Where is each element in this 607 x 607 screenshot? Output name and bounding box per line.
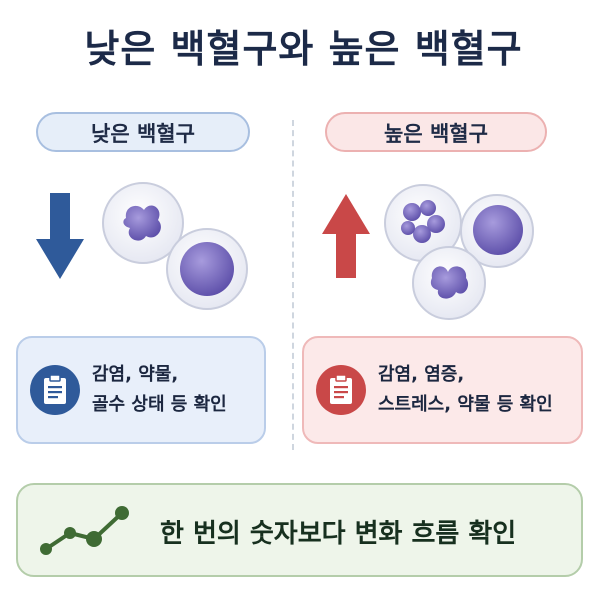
- center-divider: [292, 120, 294, 450]
- white-blood-cell-icon: [384, 184, 462, 262]
- high-wbc-card: 감염, 염증, 스트레스, 약물 등 확인: [302, 336, 583, 444]
- low-card-line-2: 골수 상태 등 확인: [92, 394, 227, 415]
- high-wbc-label: 높은 백혈구: [325, 112, 547, 152]
- white-blood-cell-icon: [412, 246, 486, 320]
- low-wbc-card: 감염, 약물, 골수 상태 등 확인: [16, 336, 266, 444]
- low-wbc-label: 낮은 백혈구: [36, 112, 250, 152]
- high-card-line-1: 감염, 염증,: [378, 364, 465, 385]
- high-wbc-causes: 감염, 염증, 스트레스, 약물 등 확인: [378, 360, 553, 420]
- high-card-line-2: 스트레스, 약물 등 확인: [378, 394, 553, 415]
- white-blood-cell-icon: [102, 182, 184, 264]
- trend-message: 한 번의 숫자보다 변화 흐름 확인: [160, 519, 517, 549]
- low-card-line-1: 감염, 약물,: [92, 364, 179, 385]
- low-wbc-causes: 감염, 약물, 골수 상태 등 확인: [92, 360, 227, 420]
- arrow-up-icon: [322, 194, 370, 278]
- arrow-down-icon: [36, 193, 84, 279]
- clipboard-icon: [30, 365, 80, 415]
- clipboard-icon: [316, 365, 366, 415]
- white-blood-cell-icon: [460, 194, 534, 268]
- white-blood-cell-icon: [166, 228, 248, 310]
- page-title: 낮은 백혈구와 높은 백혈구: [84, 27, 523, 71]
- trend-banner: 한 번의 숫자보다 변화 흐름 확인: [16, 483, 583, 577]
- trend-line-icon: [40, 506, 129, 555]
